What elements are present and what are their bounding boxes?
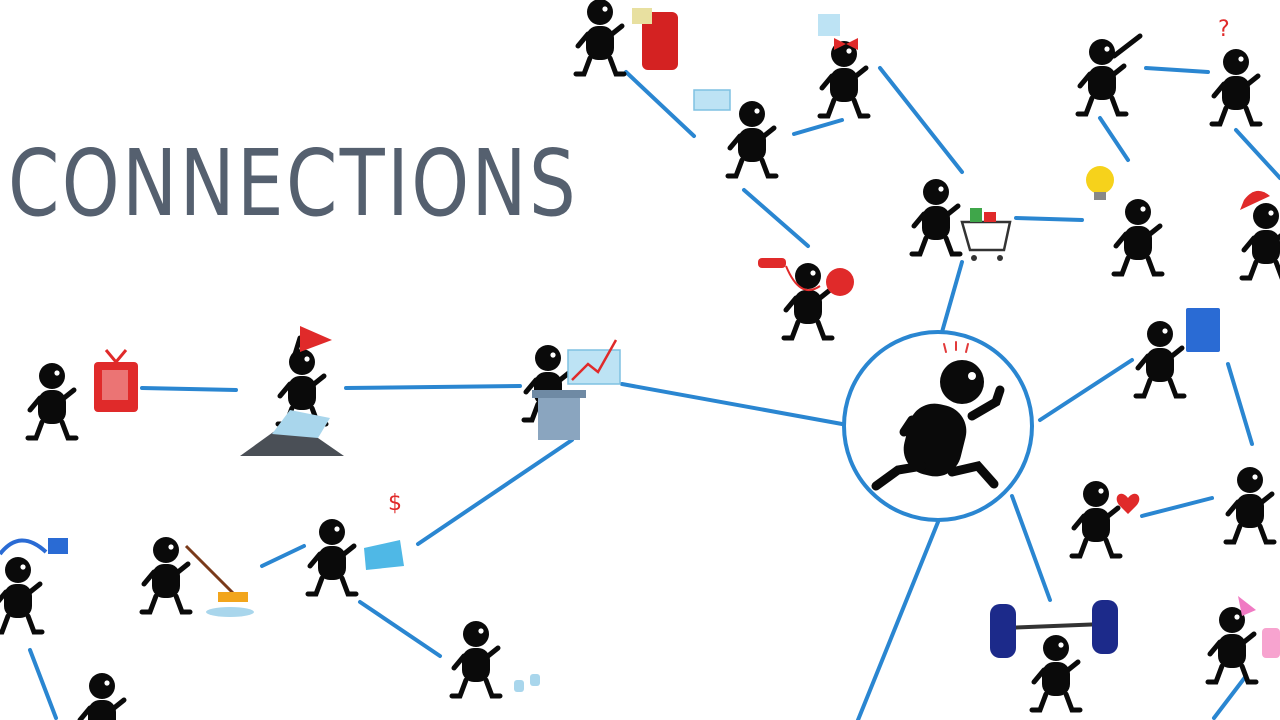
book-icon <box>1186 308 1220 352</box>
connection-line <box>1098 116 1130 162</box>
bow-tie-icon <box>834 38 858 50</box>
mailbox-icon <box>632 8 678 70</box>
figure-lifting-weights <box>990 600 1118 710</box>
figure-reading-book <box>1136 308 1220 396</box>
figure-telephone <box>758 258 854 338</box>
figure-watching-tv <box>28 349 138 438</box>
connection-line <box>1212 674 1248 720</box>
top-hat-icon <box>818 14 840 36</box>
page-title: CONNECTIONS <box>8 130 579 237</box>
connection-line <box>1234 128 1280 180</box>
connection-line <box>620 382 844 426</box>
headphones-icon <box>0 538 48 556</box>
connection-line <box>1010 494 1052 602</box>
connection-line <box>28 648 58 720</box>
barbell-icon <box>990 600 1118 658</box>
connection-line <box>1144 66 1210 74</box>
connection-line <box>1014 216 1084 222</box>
tv-icon <box>94 349 138 412</box>
connection-line <box>260 544 306 568</box>
figure-bottom-left <box>78 673 126 720</box>
connection-line <box>940 260 964 334</box>
connection-line <box>358 600 442 658</box>
podium-icon <box>538 394 580 440</box>
figure-shopping-cart <box>912 179 1012 261</box>
cake-icon <box>1262 628 1280 658</box>
connection-line <box>140 386 238 392</box>
mountain-icon <box>240 420 344 456</box>
question-mark: ? <box>1218 17 1230 42</box>
center-runner-node <box>842 330 1034 522</box>
connection-line <box>624 70 696 138</box>
connection-line <box>416 438 574 546</box>
figure-party <box>1208 596 1280 682</box>
figure-music <box>0 538 68 632</box>
figure-wondering: ? <box>1212 17 1260 124</box>
growth-chart-icon <box>567 339 621 385</box>
motion-mark <box>965 343 969 353</box>
figure-pointing <box>1078 33 1143 114</box>
connection-line <box>792 118 844 136</box>
connection-line <box>344 384 522 390</box>
figure-walking <box>452 621 540 696</box>
telephone-icon <box>758 258 854 296</box>
figure-cash-register: $ <box>308 491 404 594</box>
mop-icon <box>184 544 238 598</box>
footprints-icon <box>514 674 540 692</box>
connection-line <box>1226 362 1254 446</box>
light-bulb-icon <box>1086 166 1114 194</box>
figure-mopping <box>142 537 254 617</box>
connection-line <box>878 66 964 174</box>
connection-line <box>856 520 940 720</box>
figure-climbing-mountain <box>240 326 344 456</box>
letter-icon <box>693 89 731 111</box>
shopping-cart-icon <box>960 208 1012 261</box>
figure-presenting-chart <box>524 339 621 440</box>
flag-icon <box>300 326 332 352</box>
figure-giving-heart <box>1072 481 1140 556</box>
figure-idea <box>1086 166 1162 274</box>
connection-line <box>1038 358 1134 422</box>
figure-receiving <box>1226 467 1274 542</box>
heart-icon <box>1116 493 1140 514</box>
motion-mark <box>943 343 947 353</box>
dollar-sign: $ <box>388 491 402 516</box>
figure-holding-letter <box>693 89 776 176</box>
connection-line <box>1140 496 1214 518</box>
cap-icon <box>1240 190 1270 210</box>
figure-mailbox <box>576 0 678 74</box>
figure-cap <box>1240 190 1280 278</box>
connection-line <box>742 188 810 248</box>
cash-register-icon <box>364 540 404 570</box>
party-hat-icon <box>1238 596 1256 616</box>
figure-top-hat <box>818 14 868 116</box>
connection-lines <box>28 66 1280 720</box>
